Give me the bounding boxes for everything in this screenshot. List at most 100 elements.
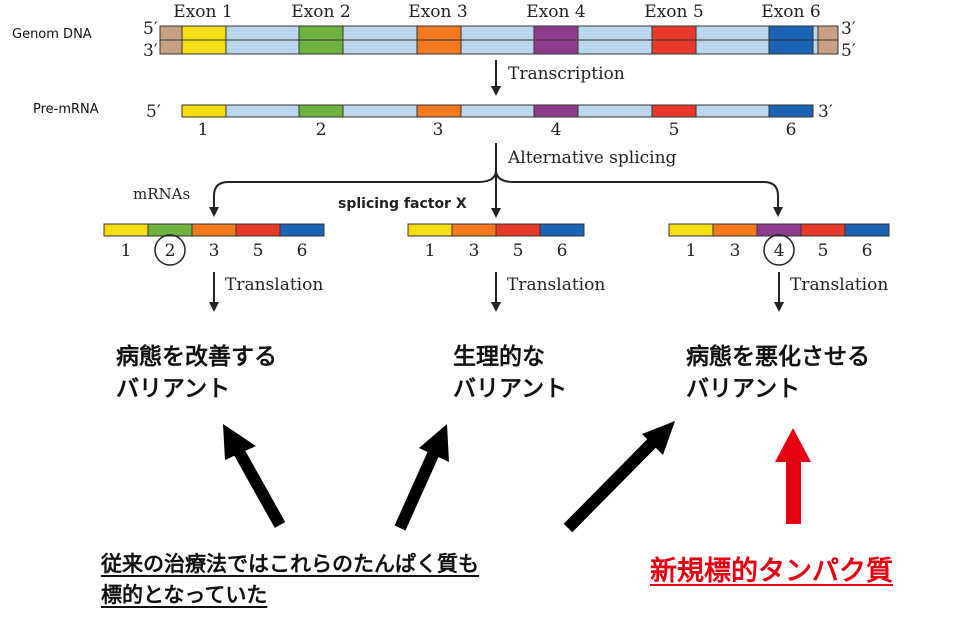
exon-number: 1 bbox=[198, 120, 209, 140]
exon-segment bbox=[651, 25, 697, 41]
mrnas-label: mRNAs bbox=[133, 185, 190, 203]
exon-header: Exon 1 bbox=[173, 2, 232, 22]
exon-number: 2 bbox=[316, 120, 327, 140]
exon-segment bbox=[712, 223, 758, 237]
new-target-label: 新規標的タンパク質 bbox=[650, 556, 893, 587]
pre-mrna-label: Pre-mRNA bbox=[33, 102, 99, 117]
exon-number: 6 bbox=[786, 120, 797, 140]
exon-header: Exon 6 bbox=[761, 2, 820, 22]
exon-header: Exon 2 bbox=[291, 2, 350, 22]
strand-end-cap bbox=[159, 39, 183, 55]
mrna-isoform-3: 1 3 4 5 6 bbox=[668, 223, 890, 266]
exon-segment bbox=[756, 223, 802, 237]
exon-segment bbox=[768, 39, 814, 55]
variant-improve-label: 病態を改善するバリアント bbox=[116, 344, 277, 402]
translation-label: Translation bbox=[225, 275, 323, 295]
exon-segment bbox=[298, 39, 344, 55]
translation-label: Translation bbox=[790, 275, 888, 295]
exon-segment bbox=[768, 104, 814, 118]
exon-segment bbox=[416, 39, 462, 55]
exon-segment bbox=[495, 223, 541, 237]
variant-worsen-label: 病態を悪化させるバリアント bbox=[686, 344, 870, 402]
exon-number: 5 bbox=[513, 241, 524, 261]
exon-segment bbox=[533, 39, 579, 55]
circled-exon-marker bbox=[763, 234, 795, 266]
exon-segment bbox=[539, 223, 585, 237]
genomic-dna: Exon 1 Exon 2 Exon 3 Exon 4 Exon 5 Exon … bbox=[143, 2, 856, 61]
exon-header: Exon 3 bbox=[408, 2, 467, 22]
exon-segment bbox=[147, 223, 193, 237]
intron-segment bbox=[181, 104, 813, 118]
variant-physiological-label: 生理的なバリアント bbox=[453, 344, 568, 402]
exon-number: 3 bbox=[730, 241, 741, 261]
exon-number: 1 bbox=[121, 241, 132, 261]
conventional-target-label: 従来の治療法ではこれらのたんぱく質も標的となっていた bbox=[101, 552, 479, 607]
exon-segment bbox=[298, 25, 344, 41]
mrna-isoform-2: 1 3 5 6 bbox=[407, 223, 585, 261]
exon-segment bbox=[416, 25, 462, 41]
exon-segment bbox=[279, 223, 325, 237]
splicing-arrows bbox=[209, 143, 783, 218]
exon-number: 6 bbox=[557, 241, 568, 261]
genomic-strand-bottom bbox=[159, 39, 839, 55]
exon-number: 5 bbox=[669, 120, 680, 140]
exon-header: Exon 5 bbox=[644, 2, 703, 22]
exon-segment bbox=[181, 104, 227, 118]
intron-segment bbox=[181, 39, 819, 55]
exon-segment bbox=[800, 223, 846, 237]
exon-segment bbox=[651, 39, 697, 55]
strand-end-label: 5′ bbox=[146, 102, 161, 122]
exon-segment bbox=[668, 223, 714, 237]
transcription-label: Transcription bbox=[508, 64, 625, 84]
conventional-target-arrows bbox=[223, 421, 675, 533]
new-target-arrow bbox=[775, 428, 811, 524]
exon-segment bbox=[235, 223, 281, 237]
exon-number: 5 bbox=[253, 241, 264, 261]
translation-arrows bbox=[209, 272, 784, 312]
exon-segment bbox=[103, 223, 149, 237]
exon-number: 3 bbox=[209, 241, 220, 261]
exon-segment bbox=[533, 104, 579, 118]
exon-number: 3 bbox=[433, 120, 444, 140]
genomic-dna-label: Genom DNA bbox=[12, 27, 92, 42]
exon-segment bbox=[181, 25, 227, 41]
exon-segment bbox=[533, 25, 579, 41]
translation-label: Translation bbox=[507, 275, 605, 295]
exon-number: 1 bbox=[425, 241, 436, 261]
genomic-strand-top bbox=[159, 25, 839, 41]
strand-end-label: 5′ bbox=[143, 19, 158, 39]
exon-segment bbox=[416, 104, 462, 118]
pre-mrna: 5′ 3′ 1 2 3 4 5 6 bbox=[146, 102, 833, 140]
exon-segment bbox=[451, 223, 497, 237]
strand-end-label: 3′ bbox=[143, 41, 158, 61]
exon-number: 6 bbox=[862, 241, 873, 261]
strand-end-label: 3′ bbox=[818, 102, 833, 122]
strand-end-cap bbox=[817, 39, 839, 55]
exon-number: 1 bbox=[686, 241, 697, 261]
exon-segment bbox=[181, 39, 227, 55]
exon-number: 3 bbox=[469, 241, 480, 261]
exon-header: Exon 4 bbox=[526, 2, 585, 22]
exon-number: 4 bbox=[551, 120, 562, 140]
exon-number: 2 bbox=[165, 241, 176, 261]
exon-segment bbox=[651, 104, 697, 118]
exon-segment bbox=[407, 223, 453, 237]
splicing-factor-label: splicing factor X bbox=[338, 196, 467, 212]
circled-exon-marker bbox=[154, 234, 186, 266]
exon-segment bbox=[298, 104, 344, 118]
pre-mrna-bar bbox=[181, 104, 814, 118]
exon-segment bbox=[191, 223, 237, 237]
strand-end-label: 3′ bbox=[841, 19, 856, 39]
intron-segment bbox=[181, 25, 819, 41]
splicing-label: Alternative splicing bbox=[507, 148, 677, 168]
strand-end-label: 5′ bbox=[841, 41, 856, 61]
exon-segment bbox=[768, 25, 814, 41]
strand-end-cap bbox=[159, 25, 183, 41]
mrna-isoform-1: 1 2 3 5 6 bbox=[103, 223, 325, 266]
strand-end-cap bbox=[817, 25, 839, 41]
exon-segment bbox=[844, 223, 890, 237]
exon-number: 4 bbox=[774, 241, 785, 261]
exon-number: 5 bbox=[818, 241, 829, 261]
exon-number: 6 bbox=[297, 241, 308, 261]
